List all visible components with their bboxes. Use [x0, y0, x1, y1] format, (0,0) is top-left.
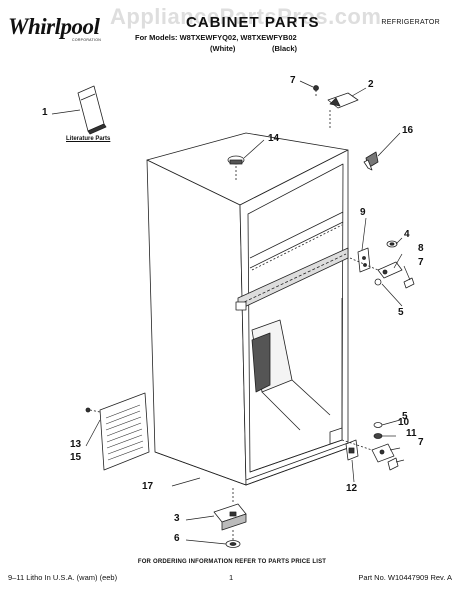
- lower-bracket-part: [345, 439, 359, 461]
- callout-2: 2: [368, 79, 374, 90]
- callout-17: 17: [142, 481, 154, 492]
- literature-parts-label: Literature Parts: [66, 136, 111, 142]
- callout-5-lower: 5: [402, 411, 408, 422]
- callout-16: 16: [402, 125, 414, 136]
- ordering-information: FOR ORDERING INFORMATION REFER TO PARTS …: [137, 559, 327, 565]
- color-white-label: (White): [210, 44, 236, 53]
- page-number: 1: [229, 573, 234, 582]
- callout-7-middle: 7: [418, 257, 424, 268]
- product-category: REFRIGERATOR: [381, 19, 440, 26]
- callout-4: 4: [404, 229, 410, 240]
- bottom-hinge-part: [341, 422, 399, 471]
- whirlpool-logo: Whirlpool: [8, 14, 100, 39]
- logo-subtitle: CORPORATION: [72, 38, 102, 42]
- color-black-label: (Black): [272, 44, 298, 53]
- top-hinge-part: [313, 85, 359, 130]
- watermark: AppliancePartsPros.com: [110, 4, 382, 29]
- callout-1: 1: [42, 107, 48, 118]
- callout-15: 15: [70, 452, 82, 463]
- callout-13: 13: [70, 439, 82, 450]
- side-bracket-part: [357, 247, 371, 273]
- rear-access-panel: [85, 392, 150, 471]
- top-plug-part: [227, 155, 245, 182]
- callout-7-top: 7: [290, 75, 296, 86]
- callout-3: 3: [174, 513, 180, 524]
- refrigerator-cabinet: [146, 132, 349, 486]
- part-number: Part No. W10447909 Rev. A: [358, 573, 452, 582]
- callout-14: 14: [268, 133, 280, 144]
- callout-leaders: [51, 80, 411, 545]
- callout-9: 9: [360, 207, 366, 218]
- callout-11: 11: [406, 428, 417, 439]
- literature-booklet-icon: [77, 85, 107, 135]
- leveling-leg-part: [213, 488, 247, 548]
- callout-12: 12: [346, 483, 358, 494]
- page-title: CABINET PARTS: [186, 14, 320, 31]
- callout-7-bottom: 7: [418, 437, 424, 448]
- callout-5-upper: 5: [398, 307, 404, 318]
- callout-6: 6: [174, 533, 180, 544]
- model-numbers: For Models: W8TXEWFYQ02, W8TXEWFYB02: [135, 33, 297, 42]
- callout-8: 8: [418, 243, 424, 254]
- litho-info: 9–11 Litho In U.S.A. (wam) (eeb): [8, 573, 118, 582]
- hinge-cover-part: [363, 151, 379, 171]
- callout-10: 10: [398, 417, 410, 428]
- center-hinge-part: [349, 240, 415, 289]
